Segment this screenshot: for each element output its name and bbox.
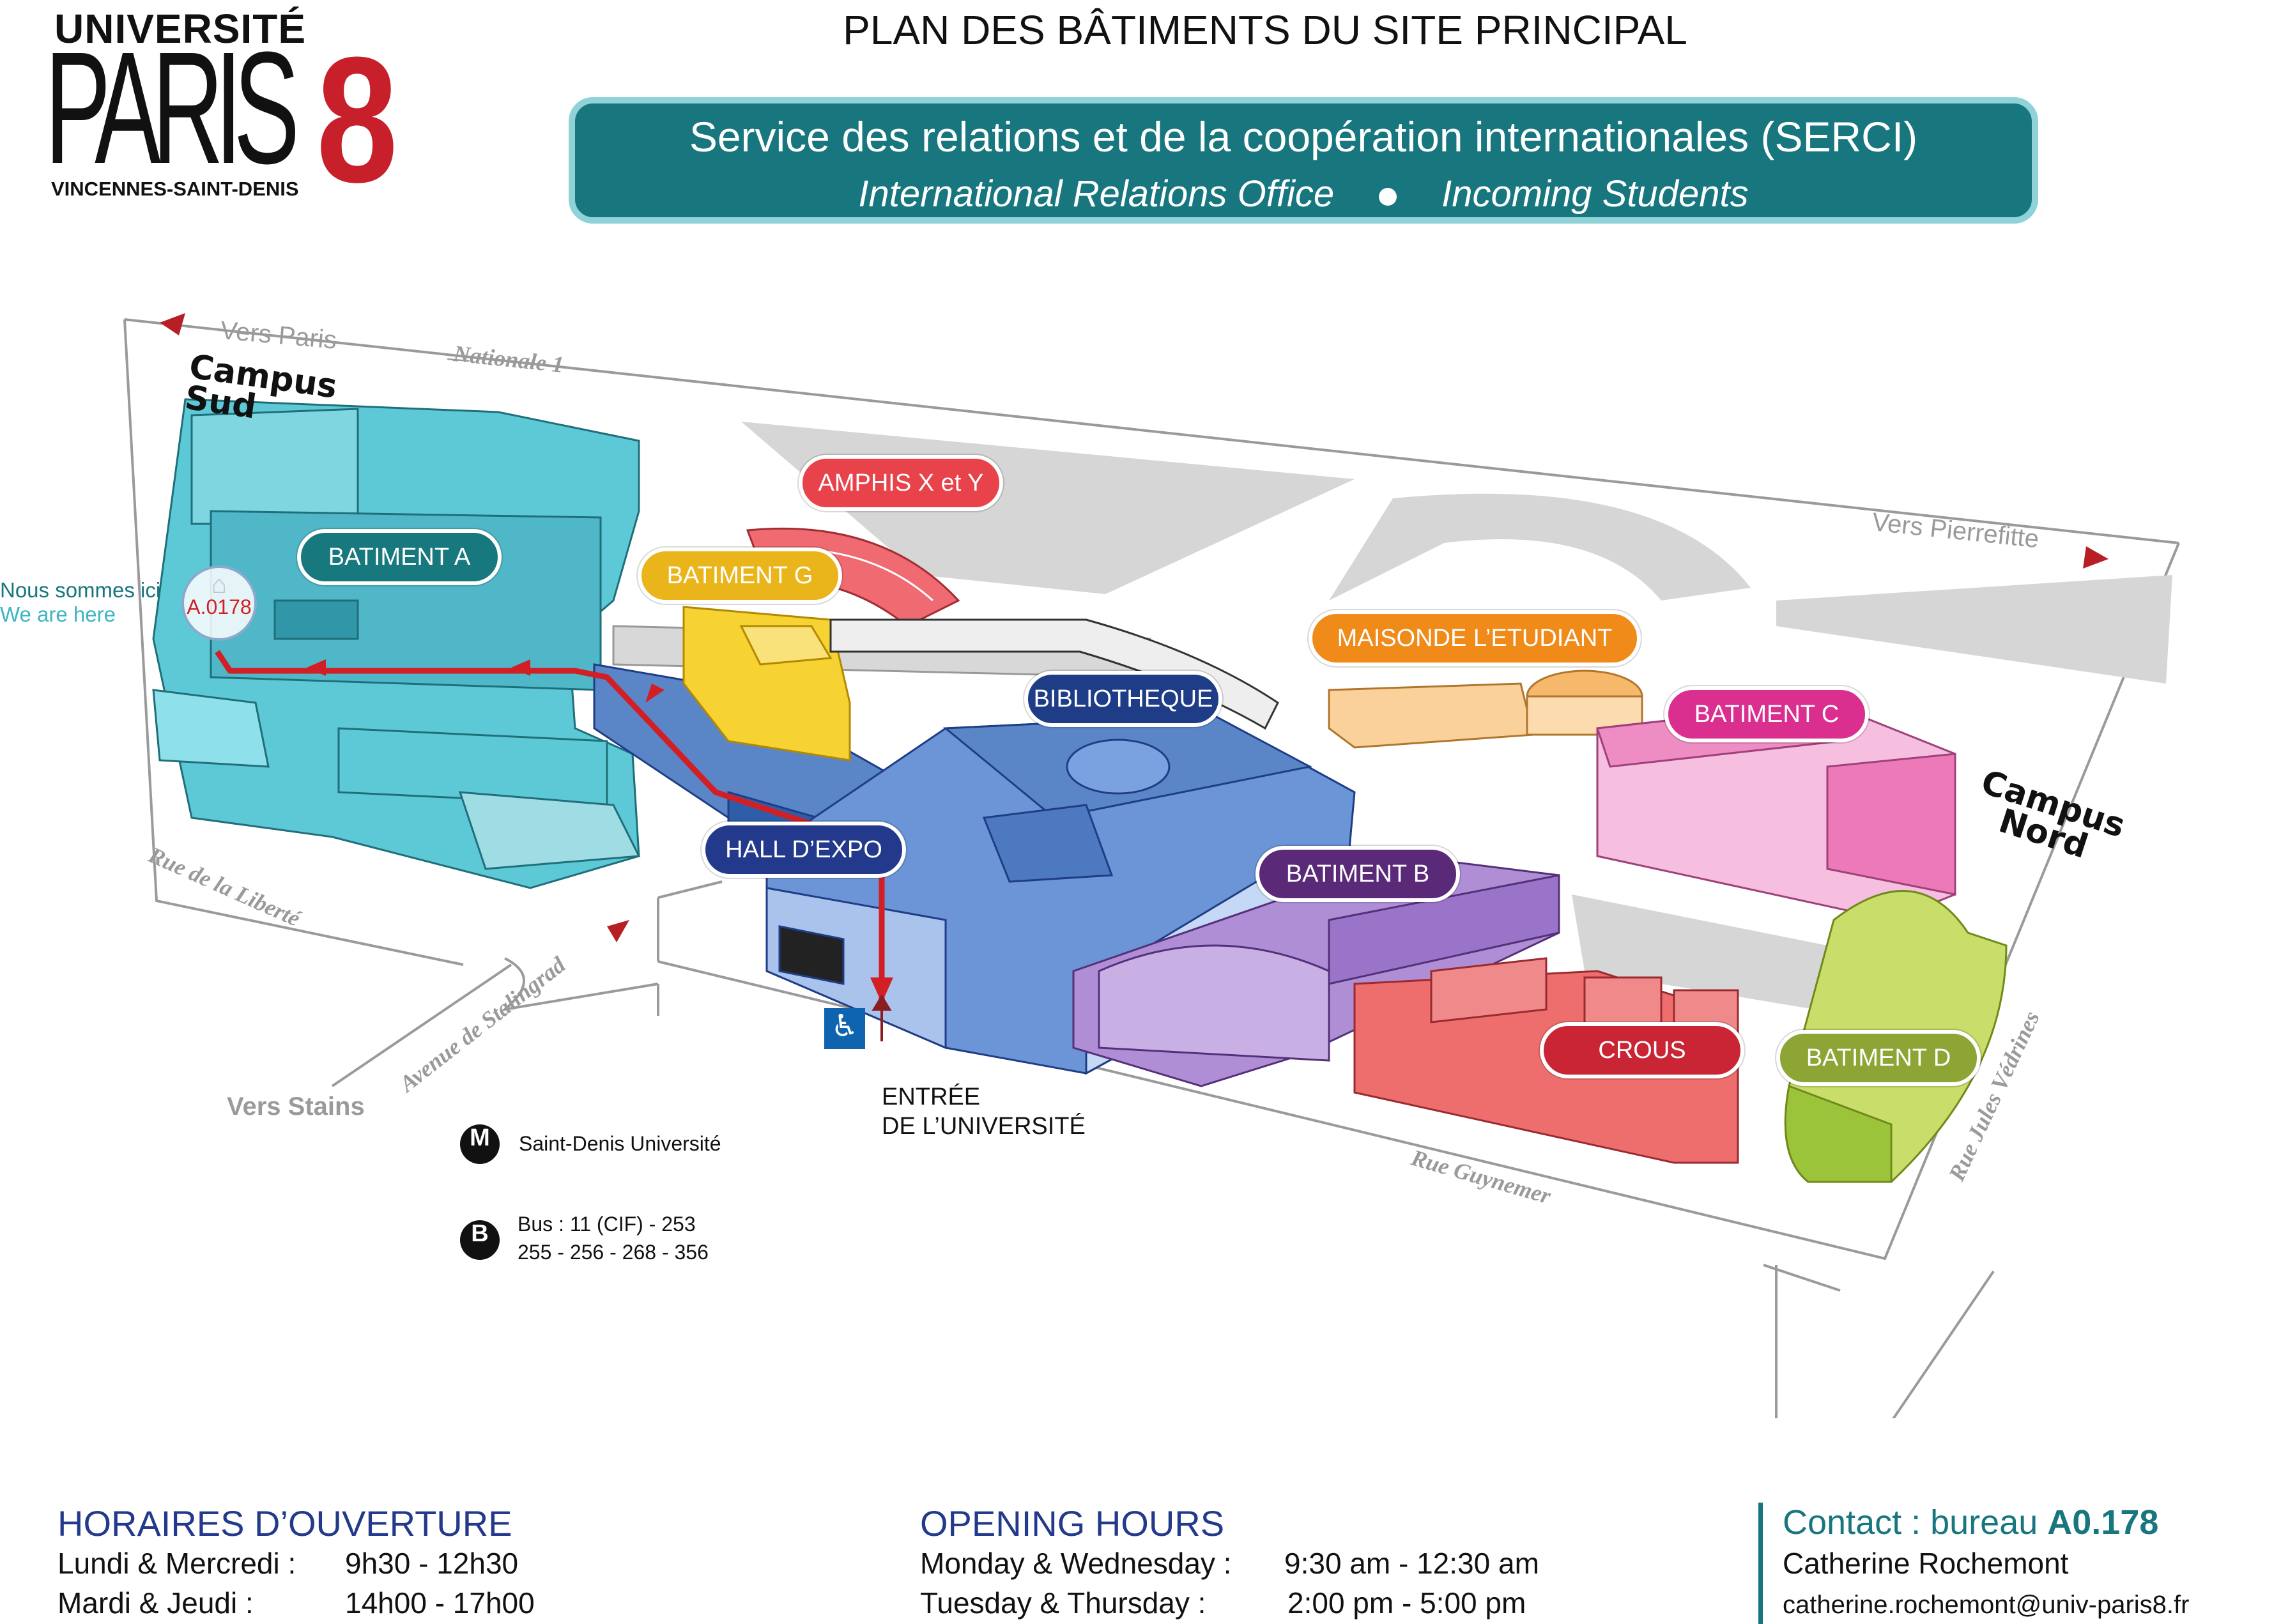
- hours-en-row2-time: 2:00 pm - 5:00 pm: [1287, 1586, 1526, 1620]
- bus-icon: B: [460, 1220, 500, 1260]
- hours-fr-row2-time: 14h00 - 17h00: [345, 1586, 535, 1620]
- site-outline: [123, 318, 2180, 1418]
- entrance-label: ENTRÉE DE L’UNIVERSITÉ: [882, 1084, 1086, 1140]
- route-arrow-icon: [307, 659, 893, 1003]
- label-amphis: AMPHIS X et Y: [799, 455, 1003, 511]
- hours-en-row1-days: Monday & Wednesday :: [920, 1547, 1232, 1580]
- building-g: [682, 606, 851, 762]
- label-batiment-d: BATIMENT D: [1776, 1030, 1981, 1086]
- contact-divider: [1758, 1503, 1763, 1624]
- office-room-number: A.0178: [187, 595, 252, 618]
- serci-title: Service des relations et de la coopérati…: [689, 113, 1918, 160]
- logo-paris-text: PARIS: [45, 19, 300, 197]
- direction-arrow-icon: [160, 313, 2108, 942]
- maison-etudiant-building: [1328, 670, 1643, 749]
- building-b: [1072, 855, 1560, 1087]
- bus-lines-line2: 255 - 256 - 268 - 356: [518, 1241, 709, 1264]
- contact-prefix: Contact : bureau: [1783, 1503, 2048, 1542]
- label-batiment-c: BATIMENT C: [1664, 686, 1869, 742]
- serci-subtitle-right: Incoming Students: [1441, 173, 1749, 215]
- university-logo: UNIVERSITÉ PARIS 8 VINCENNES-SAINT-DENIS: [45, 5, 441, 210]
- contact-name: Catherine Rochemont: [1783, 1547, 2069, 1580]
- wheelchair-icon: ♿: [824, 1008, 865, 1049]
- contact-heading: Contact : bureau A0.178: [1783, 1503, 2158, 1542]
- hours-en-row1-time: 9:30 am - 12:30 am: [1284, 1547, 1539, 1580]
- bullet-icon: [1379, 187, 1397, 206]
- label-maison-etudiant: MAISONDE L’ETUDIANT: [1309, 610, 1641, 666]
- label-batiment-a: BATIMENT A: [297, 529, 502, 585]
- label-batiment-g: BATIMENT G: [638, 548, 842, 604]
- campus-map-drawing: —: [123, 313, 2180, 1418]
- home-icon: ⌂: [211, 571, 227, 599]
- campus-map: — Campus Sud Campus Nord Nationale 1 Rue…: [0, 243, 2281, 1418]
- hours-fr-row1-time: 9h30 - 12h30: [345, 1547, 519, 1580]
- footbridge: [829, 618, 1279, 730]
- office-marker: ⌂ A.0178: [181, 565, 257, 641]
- logo-subtitle: VINCENNES-SAINT-DENIS: [51, 178, 299, 200]
- logo-universite-text: UNIVERSITÉ: [54, 6, 307, 52]
- hours-en-row2-days: Tuesday & Thursday :: [920, 1586, 1206, 1620]
- label-crous: CROUS: [1540, 1022, 1744, 1078]
- metro-icon: M: [460, 1124, 500, 1164]
- label-bibliotheque: BIBLIOTHEQUE: [1024, 671, 1222, 727]
- hours-fr-title: HORAIRES D’OUVERTURE: [58, 1503, 512, 1544]
- entrance-arrow-icon: [872, 994, 892, 1041]
- hours-fr-row1-days: Lundi & Mercredi :: [58, 1547, 296, 1580]
- label-hall-expo: HALL D’EXPO: [702, 822, 906, 878]
- hours-fr-row2-days: Mardi & Jeudi :: [58, 1586, 254, 1620]
- building-a: [152, 398, 641, 889]
- logo-eight-text: 8: [316, 20, 398, 220]
- bus-lines-line1: Bus : 11 (CIF) - 253: [518, 1213, 696, 1236]
- contact-office: A0.178: [2047, 1503, 2159, 1542]
- hours-en-title: OPENING HOURS: [920, 1503, 1225, 1544]
- contact-email[interactable]: catherine.rochemont@univ-paris8.fr: [1783, 1591, 2190, 1619]
- you-are-here-fr: Nous sommes ici: [0, 578, 161, 602]
- you-are-here-en: We are here: [0, 602, 116, 626]
- serci-subtitle: International Relations Office Incoming S…: [575, 172, 2032, 215]
- label-batiment-b: BATIMENT B: [1256, 846, 1460, 902]
- street-nationale: —: [446, 346, 470, 371]
- serci-subtitle-left: International Relations Office: [858, 173, 1335, 215]
- metro-station-label: Saint-Denis Université: [519, 1132, 721, 1155]
- serci-banner: Service des relations et de la coopérati…: [569, 97, 2038, 224]
- page-title: PLAN DES BÂTIMENTS DU SITE PRINCIPAL: [843, 7, 1687, 53]
- direction-stains-label: Vers Stains: [227, 1092, 365, 1121]
- you-are-here-label: Nous sommes ici We are here: [0, 578, 160, 627]
